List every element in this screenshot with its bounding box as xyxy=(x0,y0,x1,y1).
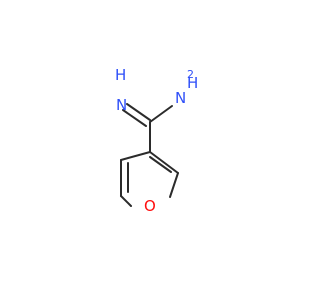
ring-o-label: O xyxy=(144,197,156,215)
bond-c-imine-n-2 xyxy=(122,109,147,127)
imine-n-label: N xyxy=(116,96,127,114)
amine-h-count: 2 xyxy=(187,68,194,81)
bond-c3-c2 xyxy=(149,151,179,174)
bond-c-amine-n xyxy=(149,105,173,123)
amine-h-count-label: 2 xyxy=(187,68,194,81)
bond-c4-c3 xyxy=(120,151,151,161)
ring-o-symbol: O xyxy=(144,197,156,215)
bond-c2-o xyxy=(169,172,179,198)
bond-c2-c3-double xyxy=(149,156,172,173)
amine-n-symbol: N xyxy=(175,89,186,107)
molecule-drawing: N H N H 2 O xyxy=(115,66,198,215)
structure-canvas: N H N H 2 O xyxy=(115,66,198,215)
imine-n-symbol: N xyxy=(116,96,127,114)
imine-h-symbol: H xyxy=(115,66,126,84)
amine-h-label: H xyxy=(187,74,198,92)
bond-c-imine-n-1 xyxy=(126,103,151,121)
amine-n-label: N xyxy=(175,89,186,107)
amine-h-symbol: H xyxy=(187,74,198,92)
imine-h-label: H xyxy=(115,66,126,84)
bond-o-c5 xyxy=(120,195,132,207)
